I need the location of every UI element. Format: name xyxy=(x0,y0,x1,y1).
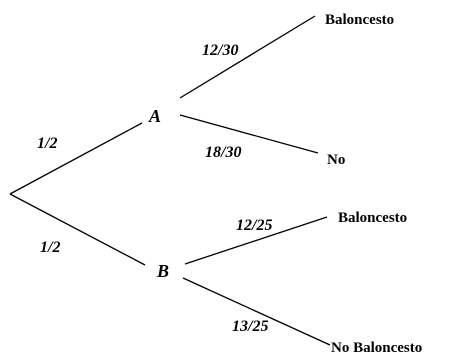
prob-root-to-a: 1/2 xyxy=(37,135,57,152)
prob-b-upper: 12/25 xyxy=(236,217,272,234)
prob-b-lower: 13/25 xyxy=(232,318,268,335)
prob-a-upper: 12/30 xyxy=(202,42,238,59)
edge-a-upper xyxy=(179,15,316,99)
edge-b-lower xyxy=(182,277,331,346)
prob-a-lower: 18/30 xyxy=(205,144,241,161)
edge-b-upper xyxy=(184,216,328,265)
outcome-a-upper: Baloncesto xyxy=(325,12,394,28)
edge-root-to-b xyxy=(9,193,146,266)
outcome-b-lower: No Baloncesto xyxy=(331,340,422,356)
edge-a-lower xyxy=(179,114,319,154)
edge-root-to-a xyxy=(9,122,143,195)
prob-root-to-b: 1/2 xyxy=(40,239,60,256)
outcome-a-lower: No xyxy=(327,152,345,168)
node-a: A xyxy=(148,106,161,126)
outcome-b-upper: Baloncesto xyxy=(338,210,407,226)
node-b: B xyxy=(156,261,169,281)
